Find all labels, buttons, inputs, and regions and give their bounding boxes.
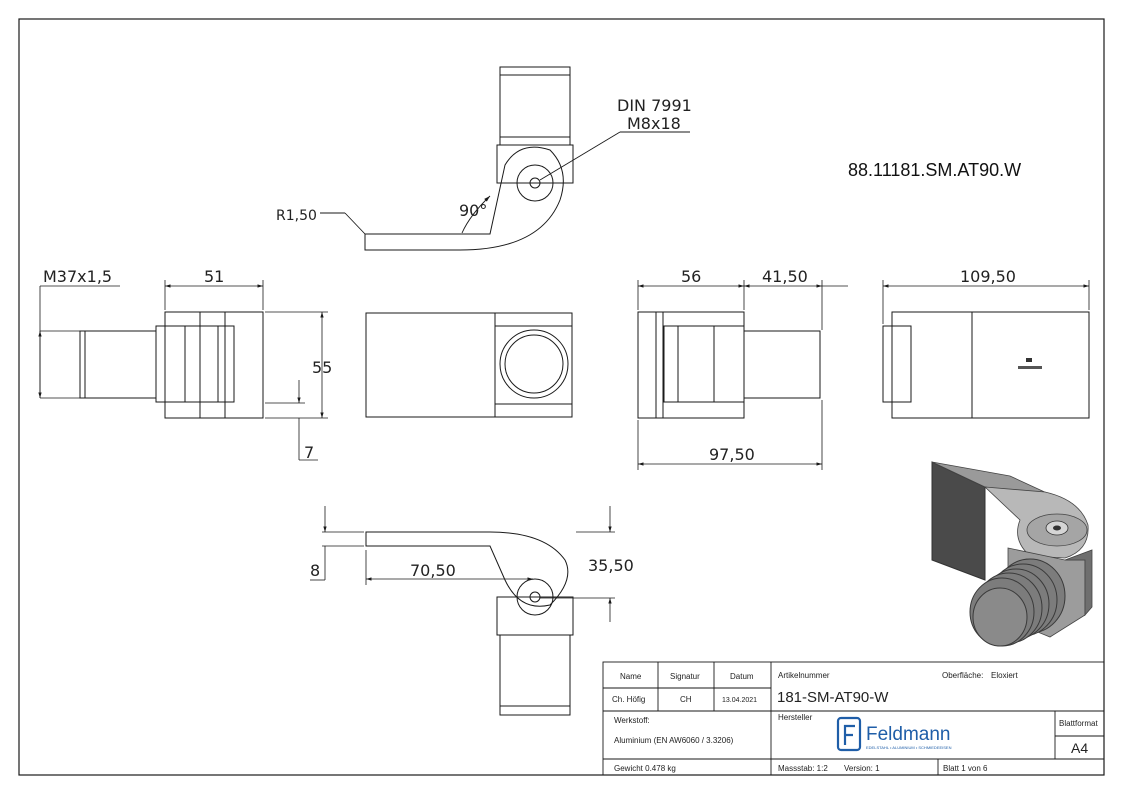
tb-brand-tagline: EDELSTAHL • ALUMINIUM • SCHMIEDEEISEN (866, 745, 952, 750)
tb-datum: 13.04.2021 (722, 697, 757, 704)
title-block-lines (602, 661, 1105, 776)
tb-header-signatur: Signatur (670, 672, 700, 681)
tb-name: Ch. Höfig (612, 695, 645, 704)
tb-blatt: Blatt 1 von 6 (943, 764, 988, 773)
top-view (364, 66, 574, 251)
left-side-view (79, 311, 264, 419)
feldmann-logo-icon (836, 716, 862, 752)
angle-label: 90° (459, 201, 487, 220)
tb-werkstoff-label: Werkstoff: (614, 716, 650, 725)
sheet-border (18, 18, 1105, 776)
bottom-view (365, 531, 574, 716)
dim-51: 51 (204, 267, 224, 286)
tb-header-name: Name (620, 672, 642, 681)
dim-109-50: 109,50 (960, 267, 1016, 286)
dim-35-50: 35,50 (588, 556, 634, 575)
tb-oberflaeche-value: Eloxiert (991, 671, 1018, 680)
tb-oberflaeche-label: Oberfläche: (942, 671, 983, 680)
rear-view (882, 311, 1090, 419)
tb-header-datum: Datum (730, 672, 754, 681)
bottom-view-dimensions (310, 506, 615, 622)
top-view-annotations (320, 131, 690, 235)
dim-56: 56 (681, 267, 701, 286)
thread-label: M37x1,5 (43, 267, 112, 286)
tb-artikel-label: Artikelnummer (778, 671, 830, 680)
dim-70-50: 70,50 (410, 561, 456, 580)
isometric-render (931, 461, 1093, 647)
rear-view-engraving (1018, 358, 1042, 369)
rear-view-dimensions (882, 280, 1090, 324)
right-side-view (637, 311, 821, 419)
front-view (365, 312, 573, 418)
right-view-dimensions (637, 280, 848, 470)
tb-artikel-value: 181-SM-AT90-W (777, 689, 889, 706)
tb-signatur: CH (680, 695, 692, 704)
tb-version: Version: 1 (844, 764, 880, 773)
dim-97-50: 97,50 (709, 445, 755, 464)
dim-55: 55 (312, 358, 332, 377)
dim-41-50: 41,50 (762, 267, 808, 286)
dim-8: 8 (310, 561, 320, 580)
tb-werkstoff-value: Aluminium (EN AW6060 / 3.3206) (614, 736, 734, 745)
screw-note-line2: M8x18 (627, 114, 681, 133)
radius-label: R1,50 (276, 208, 317, 224)
dim-7: 7 (304, 443, 314, 462)
tb-blattformat-value: A4 (1071, 740, 1088, 756)
tb-gewicht: Gewicht 0.478 kg (614, 764, 676, 773)
left-view-dimensions (38, 280, 328, 461)
tb-blattformat-label: Blattformat (1059, 719, 1098, 728)
tb-hersteller-label: Hersteller (778, 713, 813, 722)
tb-brand: Feldmann (866, 724, 951, 745)
article-code: 88.11181.SM.AT90.W (848, 160, 1021, 180)
tb-massstab: Massstab: 1:2 (778, 764, 828, 773)
screw-note-line1: DIN 7991 (617, 96, 692, 115)
